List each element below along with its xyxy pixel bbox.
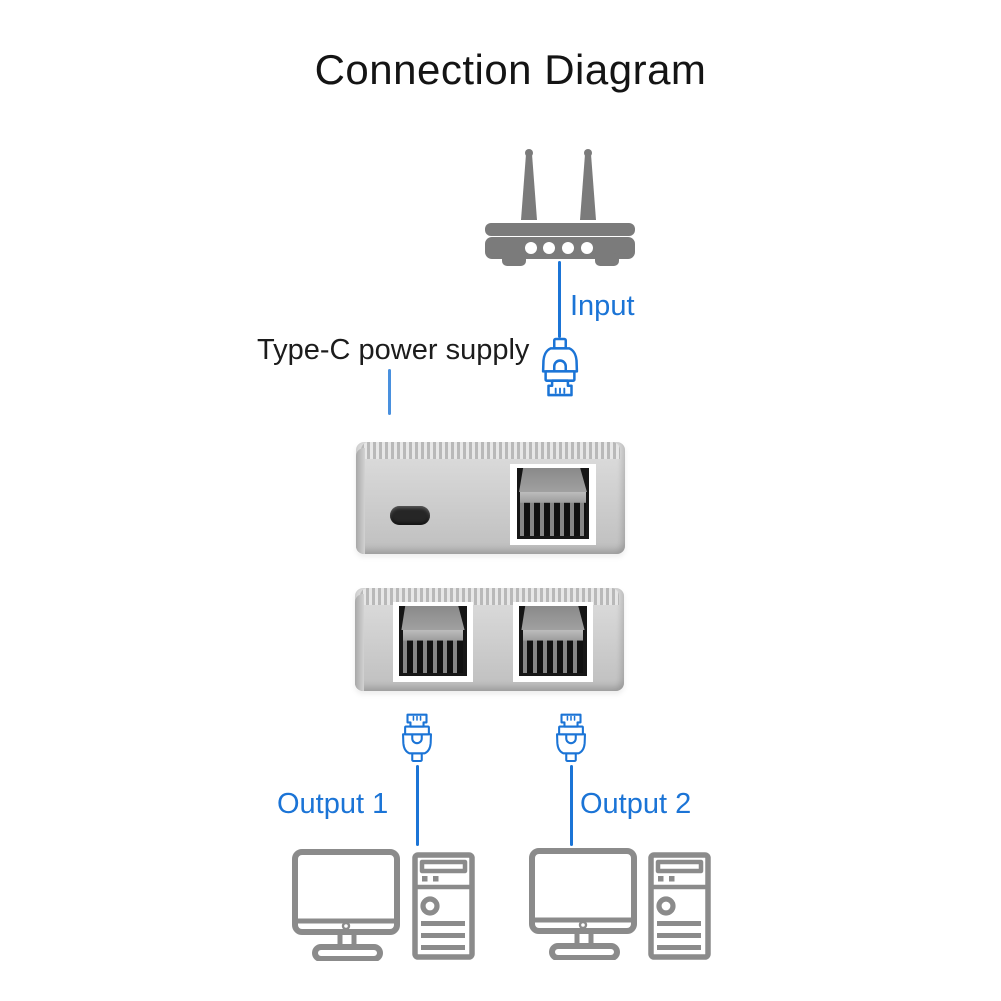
splitter-device-output-side: [355, 588, 624, 691]
rj45-plug-up-icon-output2: [552, 697, 590, 768]
cable-output1: [416, 765, 419, 846]
desktop-monitor-icon: [529, 848, 637, 960]
cable-output2: [570, 765, 573, 846]
output2-label: Output 2: [580, 788, 692, 820]
pc-tower-icon: [412, 852, 475, 960]
pc-tower-icon: [648, 852, 711, 960]
type-c-power-supply-label: Type-C power supply: [257, 334, 530, 366]
cable-router-to-input: [558, 261, 561, 338]
usb-c-port-icon: [390, 506, 430, 525]
rj45-port-icon-output2: [513, 602, 593, 682]
rj45-jack: [516, 468, 590, 540]
type-c-pointer-line: [388, 369, 391, 415]
page-title: Connection Diagram: [314, 46, 707, 93]
rj45-port-icon: [510, 464, 596, 545]
desktop-monitor-icon: [292, 849, 400, 961]
rj45-jack: [399, 606, 467, 677]
input-label: Input: [570, 290, 635, 322]
output1-label: Output 1: [277, 788, 389, 820]
rj45-plug-up-icon-output1: [398, 697, 436, 768]
wifi-router-icon: [485, 146, 635, 267]
rj45-port-icon-output1: [393, 602, 473, 682]
rj45-plug-down-icon: [537, 336, 583, 411]
splitter-device-input-side: [356, 442, 625, 554]
rj45-jack: [519, 606, 587, 677]
